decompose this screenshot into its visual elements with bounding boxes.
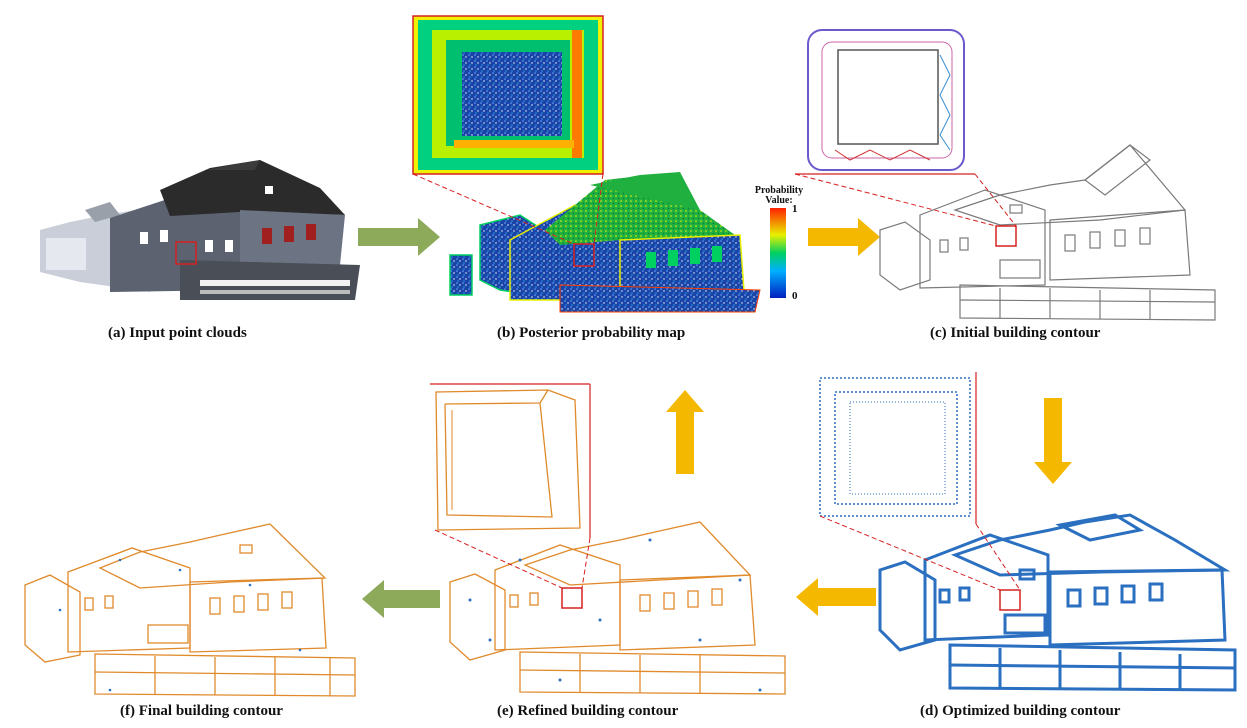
colorbar-min-label: 0 [792, 290, 798, 302]
caption-e: (e) Refined building contour [497, 703, 679, 719]
contour-e-marker [561, 587, 583, 609]
colorbar-title: Probability Value: [752, 186, 806, 206]
colorbar-max-label: 1 [792, 203, 798, 215]
colorbar-title-line1: Probability [754, 185, 804, 196]
probability-colorbar [770, 208, 786, 298]
caption-d: (d) Optimized building contour [920, 703, 1121, 719]
caption-c: (c) Initial building contour [930, 325, 1101, 341]
optimized-contour-inset [819, 372, 1021, 591]
colorbar-title-line2: Value: [765, 195, 793, 206]
arrow-d-to-e [796, 578, 876, 616]
refined-contour-inset [430, 383, 591, 589]
arrow-a-to-b [358, 218, 440, 256]
caption-f: (f) Final building contour [120, 703, 283, 719]
initial-contour-image [879, 144, 1216, 321]
final-contour-image [24, 523, 356, 697]
final-contour-points [58, 558, 302, 692]
contour-d-marker [999, 589, 1021, 611]
caption-a: (a) Input point clouds [108, 325, 247, 341]
arrow-e-to-b [666, 390, 704, 474]
optimized-contour-image [878, 513, 1237, 692]
initial-contour-inset [794, 29, 1017, 227]
refined-contour-noise [468, 538, 762, 692]
refined-contour-image [449, 521, 786, 695]
probability-map-image [412, 15, 761, 313]
caption-b: (b) Posterior probability map [497, 325, 686, 341]
input-point-cloud-image [40, 160, 360, 300]
arrow-e-to-f [362, 580, 440, 618]
arrow-b-to-c [808, 218, 880, 256]
arrow-c-to-d [1034, 398, 1072, 484]
contour-c-marker [995, 225, 1017, 247]
